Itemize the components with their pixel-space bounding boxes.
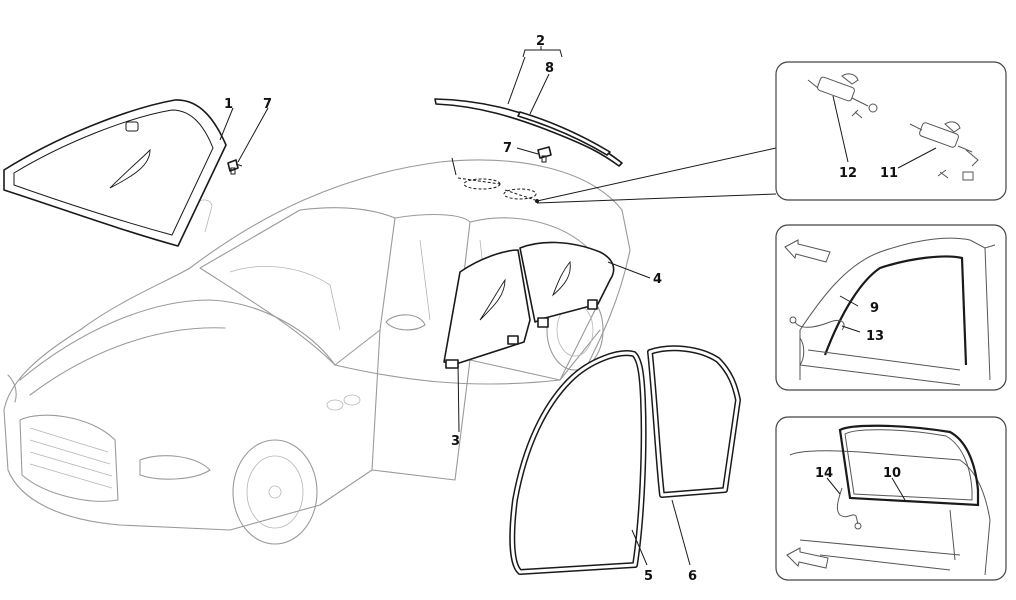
callout-12: 12 <box>839 166 857 181</box>
callout-8: 8 <box>545 61 554 76</box>
callout-11: 11 <box>880 166 898 181</box>
front-door-glass-part <box>443 249 531 369</box>
forward-arrow-icon <box>784 239 831 263</box>
callout-7-windshield: 7 <box>263 97 272 112</box>
callout-1: 1 <box>224 97 233 112</box>
roof-trim-part <box>434 98 623 167</box>
windshield-part <box>3 99 227 247</box>
rear-door-seal-part <box>647 345 741 498</box>
callout-6: 6 <box>688 569 697 584</box>
detail-box-front-door <box>775 224 1007 391</box>
callout-labels: 1 7 2 8 7 4 3 5 6 12 11 9 13 14 10 <box>224 34 901 584</box>
callout-3: 3 <box>451 434 460 449</box>
callout-10: 10 <box>883 466 901 481</box>
callout-14: 14 <box>815 466 833 481</box>
callout-9: 9 <box>870 301 879 316</box>
clip-part <box>227 159 243 175</box>
detail-box-rear-door <box>775 416 1007 581</box>
detail-box-roof-wiring <box>775 61 1007 201</box>
callout-7-roof: 7 <box>503 141 512 156</box>
callout-2: 2 <box>536 34 545 49</box>
car-body-outline <box>3 159 631 545</box>
callout-13: 13 <box>866 329 884 344</box>
leader-lines <box>219 46 777 566</box>
callout-5: 5 <box>644 569 653 584</box>
roof-clips-on-car <box>451 157 539 203</box>
front-door-seal-part <box>509 350 647 575</box>
callout-4: 4 <box>653 272 662 287</box>
roof-clip-part <box>537 146 552 163</box>
forward-arrow-icon <box>786 547 829 569</box>
rear-door-glass-part <box>519 241 615 328</box>
